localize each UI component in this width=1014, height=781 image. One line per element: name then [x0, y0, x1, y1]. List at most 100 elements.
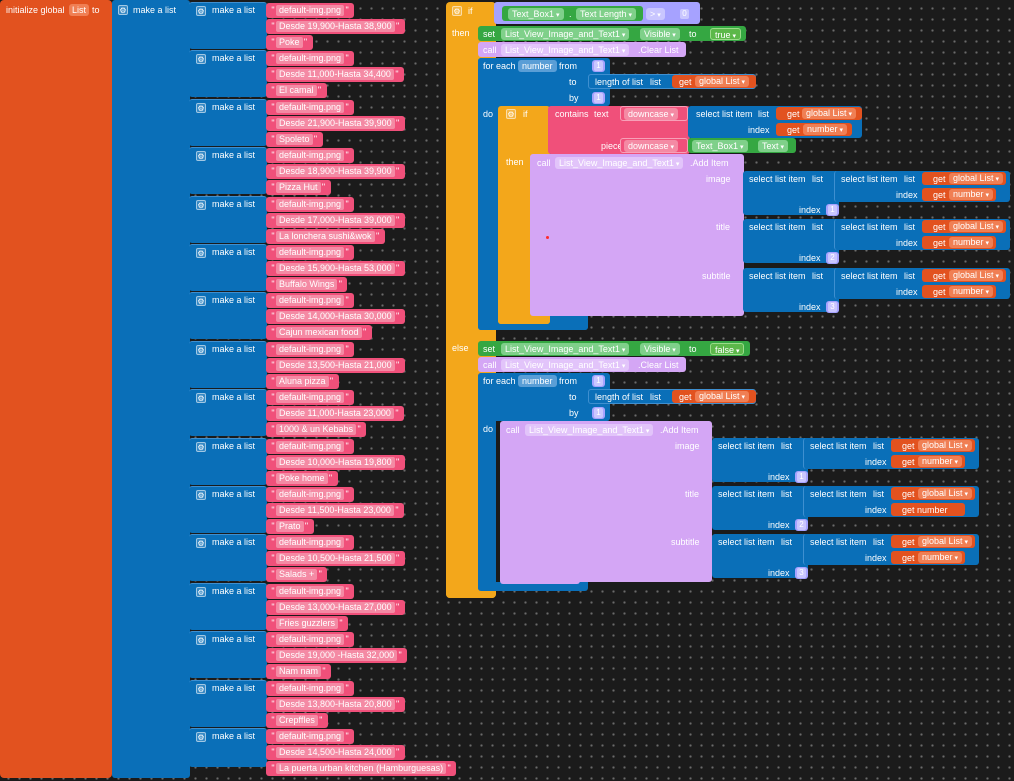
if-mutator-gear-icon[interactable]: ⚙	[452, 6, 462, 16]
image-string-block[interactable]: "default-img.png"	[266, 632, 355, 648]
initialize-global-block[interactable]	[0, 0, 112, 778]
outer-select-list-item-block[interactable]	[712, 438, 808, 482]
mutator-gear-icon[interactable]: ⚙	[196, 151, 206, 162]
name-string-block[interactable]: "Nam nam"	[266, 664, 332, 680]
name-string-block-value[interactable]: Aluna pizza	[276, 375, 329, 387]
image-string-block[interactable]: "default-img.png"	[266, 99, 355, 115]
name-string-block[interactable]: "Buffalo Wings"	[266, 277, 348, 292]
call-add-item-block[interactable]	[500, 421, 712, 582]
inner-make-a-list-block[interactable]	[189, 98, 267, 146]
name-string-block-value[interactable]: 1000 & un Kebabs	[276, 424, 357, 436]
mutator-gear-icon[interactable]: ⚙	[196, 441, 206, 452]
inner-make-a-list-block[interactable]	[189, 292, 267, 340]
image-string-block-value[interactable]: default-img.png	[276, 295, 345, 307]
image-string-block-value[interactable]: default-img.png	[276, 634, 345, 646]
inner-make-a-list-block[interactable]	[189, 486, 267, 533]
price-string-block[interactable]: "Desde 14,000-Hasta 30,000"	[266, 309, 405, 325]
index-number-block[interactable]: 2	[795, 519, 808, 531]
price-string-block-value[interactable]: Desde 15,900-Hasta 53,000	[276, 263, 395, 274]
image-string-block[interactable]: "default-img.png"	[266, 680, 355, 696]
image-string-block-value[interactable]: default-img.png	[276, 101, 345, 113]
downcase-dropdown[interactable]: downcase	[624, 140, 678, 152]
name-string-block[interactable]: "Fries guzzlers"	[266, 615, 349, 631]
price-string-block[interactable]: "Desde 21,900-Hasta 39,900"	[266, 115, 405, 131]
inner-make-a-list-block[interactable]	[189, 2, 267, 49]
loop-var-field[interactable]: number	[518, 60, 557, 72]
image-string-block-value[interactable]: default-img.png	[276, 440, 345, 452]
image-string-block-value[interactable]: default-img.png	[276, 489, 345, 500]
listview-dropdown[interactable]: List_View_Image_and_Text1	[555, 157, 684, 169]
global-list-dropdown[interactable]: global List	[802, 108, 856, 119]
text-property-dropdown[interactable]: Text	[758, 140, 788, 152]
from-one-block[interactable]: 1	[592, 60, 605, 72]
price-string-block[interactable]: "Desde 17,000-Hasta 39,000"	[266, 212, 405, 228]
name-string-block[interactable]: "Spoleto"	[266, 131, 323, 147]
image-string-block[interactable]: "default-img.png"	[266, 390, 355, 406]
zero-number-block[interactable]: 0	[678, 8, 691, 20]
price-string-block[interactable]: "Desde 15,900-Hasta 53,000"	[266, 261, 405, 276]
index-value[interactable]: 1	[828, 205, 837, 215]
inner-make-a-list-block[interactable]	[189, 679, 267, 727]
index-value[interactable]: 2	[828, 253, 837, 263]
image-string-block-value[interactable]: default-img.png	[276, 537, 345, 549]
call-add-item-block[interactable]	[530, 154, 744, 316]
mutator-gear-icon[interactable]: ⚙	[118, 5, 128, 15]
listview-dropdown[interactable]: List_View_Image_and_Text1	[501, 343, 630, 355]
image-string-block[interactable]: "default-img.png"	[266, 293, 355, 309]
price-string-block-value[interactable]: Desde 19,900-Hasta 38,900	[276, 21, 395, 32]
true-dropdown[interactable]: true	[710, 28, 741, 40]
price-string-block[interactable]: "Desde 10,000-Hasta 19,800"	[266, 454, 405, 470]
price-string-block-value[interactable]: Desde 14,000-Hasta 30,000	[276, 311, 395, 323]
by-value[interactable]: 1	[594, 93, 603, 103]
price-string-block[interactable]: "Desde 11,000-Hasta 34,400"	[266, 67, 404, 83]
name-string-block[interactable]: "Prato"	[266, 519, 314, 534]
mutator-gear-icon[interactable]: ⚙	[196, 248, 206, 258]
mutator-gear-icon[interactable]: ⚙	[196, 296, 206, 307]
listview-dropdown[interactable]: List_View_Image_and_Text1	[501, 28, 630, 40]
index-number-block[interactable]: 2	[826, 252, 839, 264]
price-string-block-value[interactable]: Desde 10,500-Hasta 21,500	[276, 553, 395, 565]
index-number-block[interactable]: 1	[826, 204, 839, 216]
price-string-block-value[interactable]: Desde 10,000-Hasta 19,800	[276, 456, 395, 468]
price-string-block[interactable]: "Desde 19,000 -Hasta 32,000"	[266, 648, 408, 664]
index-value[interactable]: 3	[797, 568, 806, 578]
image-string-block-value[interactable]: default-img.png	[276, 150, 345, 162]
index-value[interactable]: 1	[797, 472, 806, 482]
number-dropdown[interactable]: number	[949, 189, 993, 200]
name-string-block-value[interactable]: Prato	[276, 521, 304, 532]
price-string-block[interactable]: "Desde 13,800-Hasta 20,800"	[266, 696, 405, 712]
image-string-block-value[interactable]: default-img.png	[276, 53, 345, 65]
image-string-block[interactable]: "default-img.png"	[266, 3, 355, 18]
from-value[interactable]: 1	[594, 61, 603, 71]
number-dropdown[interactable]: number	[803, 124, 847, 135]
image-string-block-value[interactable]: default-img.png	[276, 5, 345, 16]
by-one-block[interactable]: 1	[592, 407, 605, 419]
price-string-block-value[interactable]: Desde 21,900-Hasta 39,900	[276, 117, 395, 129]
image-string-block-value[interactable]: default-img.png	[276, 392, 345, 404]
price-string-block-value[interactable]: Desde 14,500-Hasta 24,000	[276, 747, 395, 758]
name-string-block[interactable]: "Crepffles"	[266, 712, 328, 728]
operator-dropdown[interactable]: >	[646, 8, 665, 20]
inner-make-a-list-block[interactable]	[189, 389, 267, 437]
global-list-dropdown[interactable]: global List	[949, 221, 1003, 232]
number-dropdown[interactable]: number	[949, 237, 993, 248]
inner-if-gear-icon[interactable]: ⚙	[506, 109, 516, 119]
visible-dropdown[interactable]: Visible	[640, 28, 680, 40]
global-list-dropdown[interactable]: global List	[949, 270, 1003, 281]
image-string-block[interactable]: "default-img.png"	[266, 487, 355, 502]
price-string-block-value[interactable]: Desde 18,900-Hasta 39,900	[276, 166, 395, 178]
price-string-block-value[interactable]: Desde 13,500-Hasta 21,000	[276, 359, 395, 371]
name-string-block[interactable]: "La lonchera sushi&wok"	[266, 228, 385, 244]
get-number-block[interactable]	[891, 503, 965, 516]
name-string-block-value[interactable]: La puerta urban kitchen (Hamburguesas)	[276, 763, 447, 774]
mutator-gear-icon[interactable]: ⚙	[196, 393, 206, 404]
for-each-block[interactable]	[478, 373, 496, 591]
image-string-block-value[interactable]: default-img.png	[276, 731, 345, 742]
global-list-dropdown[interactable]: global List	[918, 488, 972, 499]
mutator-gear-icon[interactable]: ⚙	[196, 586, 206, 597]
downcase-dropdown[interactable]: downcase	[624, 108, 678, 120]
price-string-block-value[interactable]: Desde 19,000 -Hasta 32,000	[276, 650, 398, 662]
price-string-block-value[interactable]: Desde 11,500-Hasta 23,000	[276, 505, 394, 516]
textbox-component-dropdown[interactable]: Text_Box1	[508, 8, 564, 20]
inner-make-a-list-block[interactable]	[189, 195, 267, 243]
